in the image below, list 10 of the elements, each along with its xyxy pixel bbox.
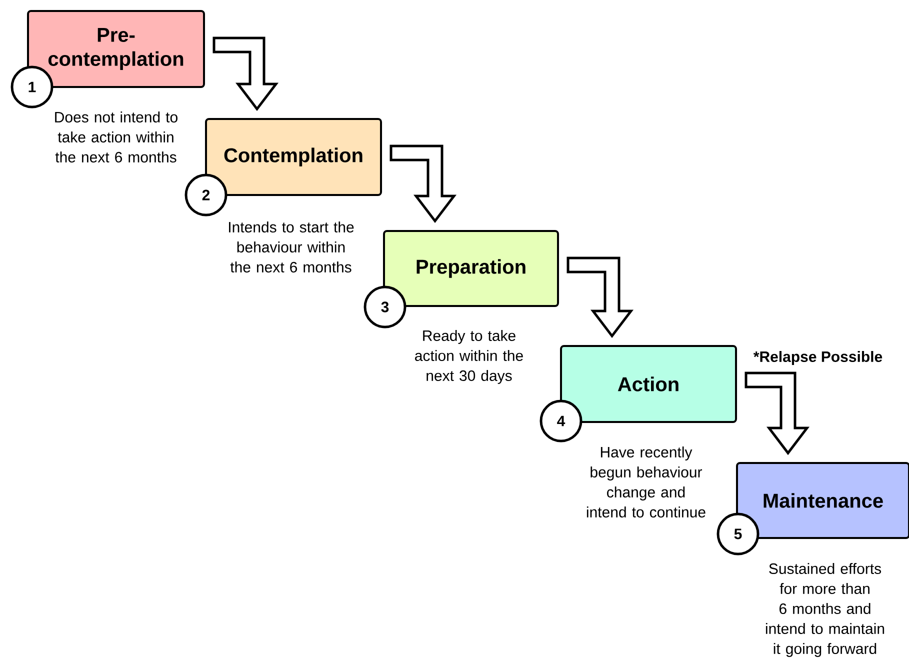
block-arrow [212,36,279,112]
block-arrow [744,372,810,456]
description-text: Have recently begun behaviour change and intend to continue [586,446,706,518]
description-text: Ready to take action within the next 30 days [415,330,523,384]
note-text: *Relapse Possible [753,351,882,365]
description-text: Does not intend to take action within the next 6 months [55,112,178,162]
block-arrow [390,144,457,224]
description-text: Sustained efforts for more than 6 months and intend to maintain it going forward [766,563,884,657]
block-arrow [566,256,634,338]
description-text: Intends to start the behaviour within the next 6 months [229,222,354,272]
